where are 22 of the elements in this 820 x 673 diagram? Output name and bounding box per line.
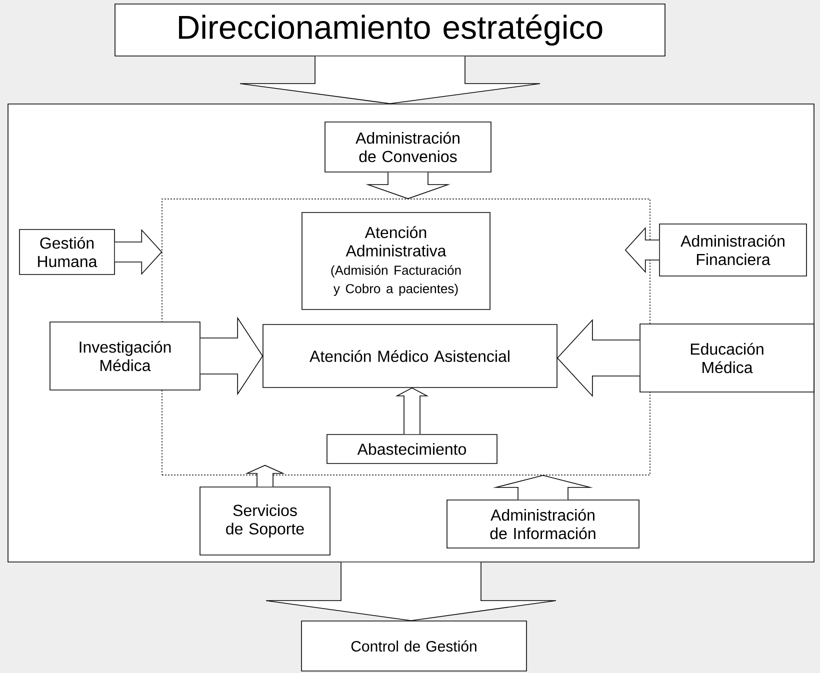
process-box: Administración de Información: [446, 500, 640, 548]
block-arrow: [366, 172, 450, 200]
block-arrow: [245, 464, 285, 487]
process-box: Administración de Convenios: [324, 122, 492, 172]
process-box: Atención Administrativa (Admisión Facturación y Cobro a pacientes): [302, 212, 490, 310]
block-arrow: [624, 226, 660, 274]
process-box: Educación Médica: [640, 324, 814, 392]
process-box: Investigación Médica: [50, 322, 200, 390]
process-box: Atención Médico Asistencial: [262, 324, 558, 388]
block-arrow: [556, 318, 640, 398]
block-arrow: [492, 474, 594, 500]
block-arrow: [240, 56, 540, 104]
block-arrow: [395, 387, 429, 434]
process-box: Abastecimiento: [326, 434, 498, 464]
process-box: Control de Gestión: [301, 620, 527, 672]
block-arrow: [114, 228, 162, 276]
process-box: Servicios de Soporte: [200, 486, 330, 556]
block-arrow: [200, 316, 264, 396]
title-box: Direccionamiento estratégico: [114, 4, 666, 56]
block-arrow: [266, 562, 556, 622]
process-box: Gestión Humana: [19, 229, 115, 275]
process-box: Administración Financiera: [659, 224, 807, 276]
